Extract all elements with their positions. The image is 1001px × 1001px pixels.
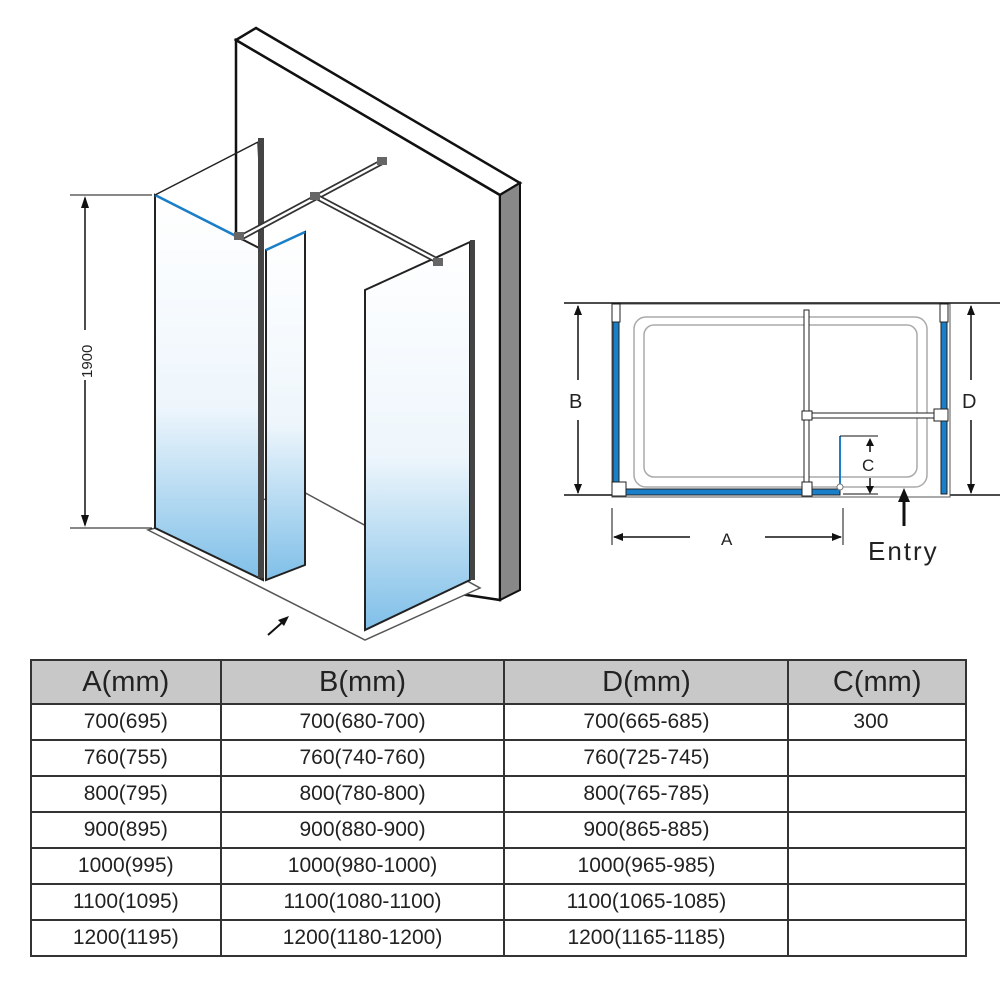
table-cell: 1200(1165-1185)	[503, 919, 790, 957]
height-label: 1900	[79, 345, 96, 378]
table-row: 900(895)900(880-900)900(865-885)	[30, 811, 967, 849]
table-cell: 1200(1180-1200)	[219, 919, 506, 957]
table-row: 1200(1195)1200(1180-1200)1200(1165-1185)	[30, 919, 967, 957]
table-cell	[787, 811, 967, 849]
table-row: 760(755)760(740-760)760(725-745)	[30, 739, 967, 777]
table-cell: 700(680-700)	[219, 703, 506, 741]
table-cell	[787, 775, 967, 813]
table-row: 1000(995)1000(980-1000)1000(965-985)	[30, 847, 967, 885]
left-glass-panel	[154, 193, 264, 582]
plan-view: C B D A Entry	[564, 302, 1000, 566]
table-cell: 800(795)	[30, 775, 222, 813]
table-cell: 1200(1195)	[30, 919, 222, 957]
header-b: B(mm)	[219, 659, 506, 705]
entry-glass-panel	[364, 240, 471, 632]
table-cell: 900(895)	[30, 811, 222, 849]
return-glass-panel	[265, 230, 306, 582]
table-cell: 900(880-900)	[219, 811, 506, 849]
table-cell: 800(780-800)	[219, 775, 506, 813]
isometric-view: 1900	[70, 26, 523, 641]
label-d: D	[962, 391, 976, 413]
right-glass	[940, 321, 948, 495]
table-cell: 1000(965-985)	[503, 847, 790, 885]
table-header-row: A(mm) B(mm) D(mm) C(mm)	[30, 659, 967, 705]
table-row: 800(795)800(780-800)800(765-785)	[30, 775, 967, 813]
table-cell: 760(740-760)	[219, 739, 506, 777]
table-cell: 1000(980-1000)	[219, 847, 506, 885]
table-cell: 1100(1080-1100)	[219, 883, 506, 921]
size-table: A(mm) B(mm) D(mm) C(mm) 700(695)700(680-…	[30, 659, 967, 957]
table-cell: 760(755)	[30, 739, 222, 777]
left-glass	[612, 321, 620, 489]
table-cell: 800(765-785)	[503, 775, 790, 813]
header-c: C(mm)	[787, 659, 967, 705]
table-cell: 1000(995)	[30, 847, 222, 885]
table-cell: 700(695)	[30, 703, 222, 741]
table-cell: 1100(1065-1085)	[503, 883, 790, 921]
shower-diagram: 1900 C B D A Entry	[70, 26, 1000, 641]
wall-edge	[499, 181, 521, 602]
table-cell	[787, 883, 967, 921]
table-cell: 900(865-885)	[503, 811, 790, 849]
table-cell: 760(725-745)	[503, 739, 790, 777]
header-d: D(mm)	[503, 659, 790, 705]
table-cell	[787, 919, 967, 957]
table-cell: 700(665-685)	[503, 703, 790, 741]
header-a: A(mm)	[30, 659, 222, 705]
entry-label: Entry	[868, 536, 939, 566]
table-cell	[787, 847, 967, 885]
table-cell: 300	[787, 703, 967, 741]
table-row: 700(695)700(680-700)700(665-685)300	[30, 703, 967, 741]
table-row: 1100(1095)1100(1080-1100)1100(1065-1085)	[30, 883, 967, 921]
label-a: A	[721, 530, 733, 549]
label-b: B	[569, 391, 582, 413]
table-cell	[787, 739, 967, 777]
label-c: C	[862, 456, 874, 475]
table-cell: 1100(1095)	[30, 883, 222, 921]
